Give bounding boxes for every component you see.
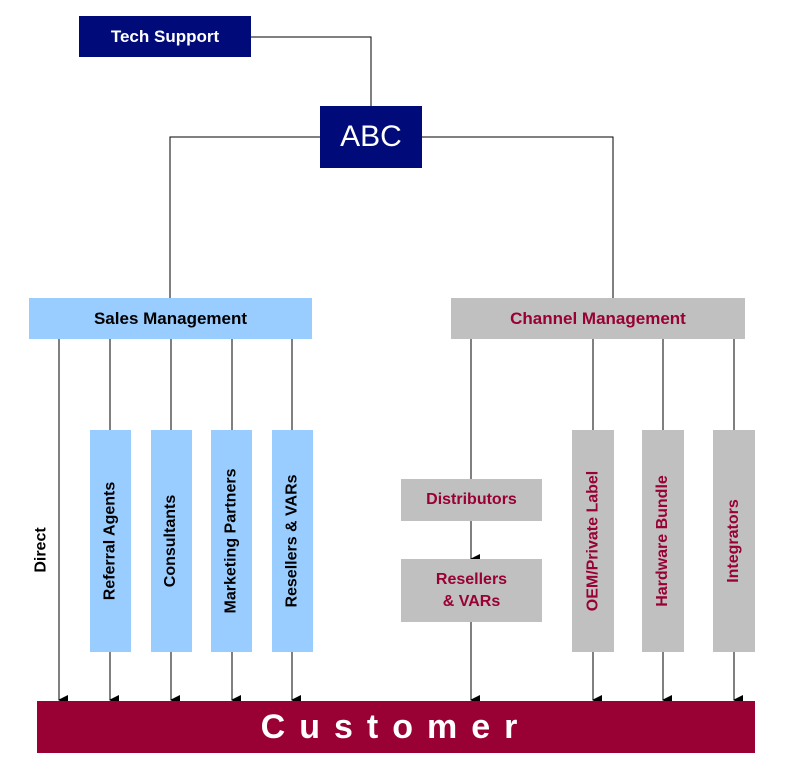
line-techsupport-abc [251, 36, 372, 106]
distributors-label: Distributors [426, 491, 517, 508]
marketing-partners-label: Marketing Partners [222, 468, 240, 614]
consultants-label: Consultants [162, 494, 180, 588]
channel-resellers-line2: & VARs [442, 592, 501, 610]
integrators-label: Integrators [725, 499, 743, 583]
customer-bar: Customer [37, 701, 755, 753]
hardware-bundle-node: Hardware Bundle [642, 430, 684, 652]
sales-management-node: Sales Management [29, 298, 312, 339]
channel-management-label: Channel Management [510, 308, 686, 328]
direct-label: Direct [33, 527, 51, 573]
resellers-vars-node: Resellers & VARs [272, 430, 313, 652]
customer-label: Customer [260, 707, 532, 746]
resellers-vars-label: Resellers & VARs [283, 474, 301, 608]
integrators-node: Integrators [713, 430, 755, 652]
tech-support-node: Tech Support [79, 16, 251, 57]
consultants-node: Consultants [151, 430, 192, 652]
line-abc-channel [422, 136, 614, 298]
channel-resellers-node: Resellers & VARs [401, 559, 542, 622]
hardware-bundle-label: Hardware Bundle [654, 475, 671, 607]
referral-agents-label: Referral Agents [101, 481, 119, 601]
marketing-partners-node: Marketing Partners [211, 430, 252, 652]
channel-resellers-line1: Resellers [435, 570, 508, 588]
distributors-node: Distributors [401, 479, 542, 521]
sales-management-label: Sales Management [93, 308, 248, 328]
abc-node: ABC [320, 106, 422, 168]
tech-support-label: Tech Support [110, 26, 220, 46]
oem-private-label-node: OEM/Private Label [572, 430, 614, 652]
referral-agents-node: Referral Agents [90, 430, 131, 652]
abc-label: ABC [340, 120, 402, 153]
line-abc-sales [169, 136, 320, 298]
channel-management-node: Channel Management [451, 298, 745, 339]
direct-label-wrap: Direct [22, 500, 62, 600]
oem-private-label-label: OEM/Private Label [584, 470, 601, 612]
